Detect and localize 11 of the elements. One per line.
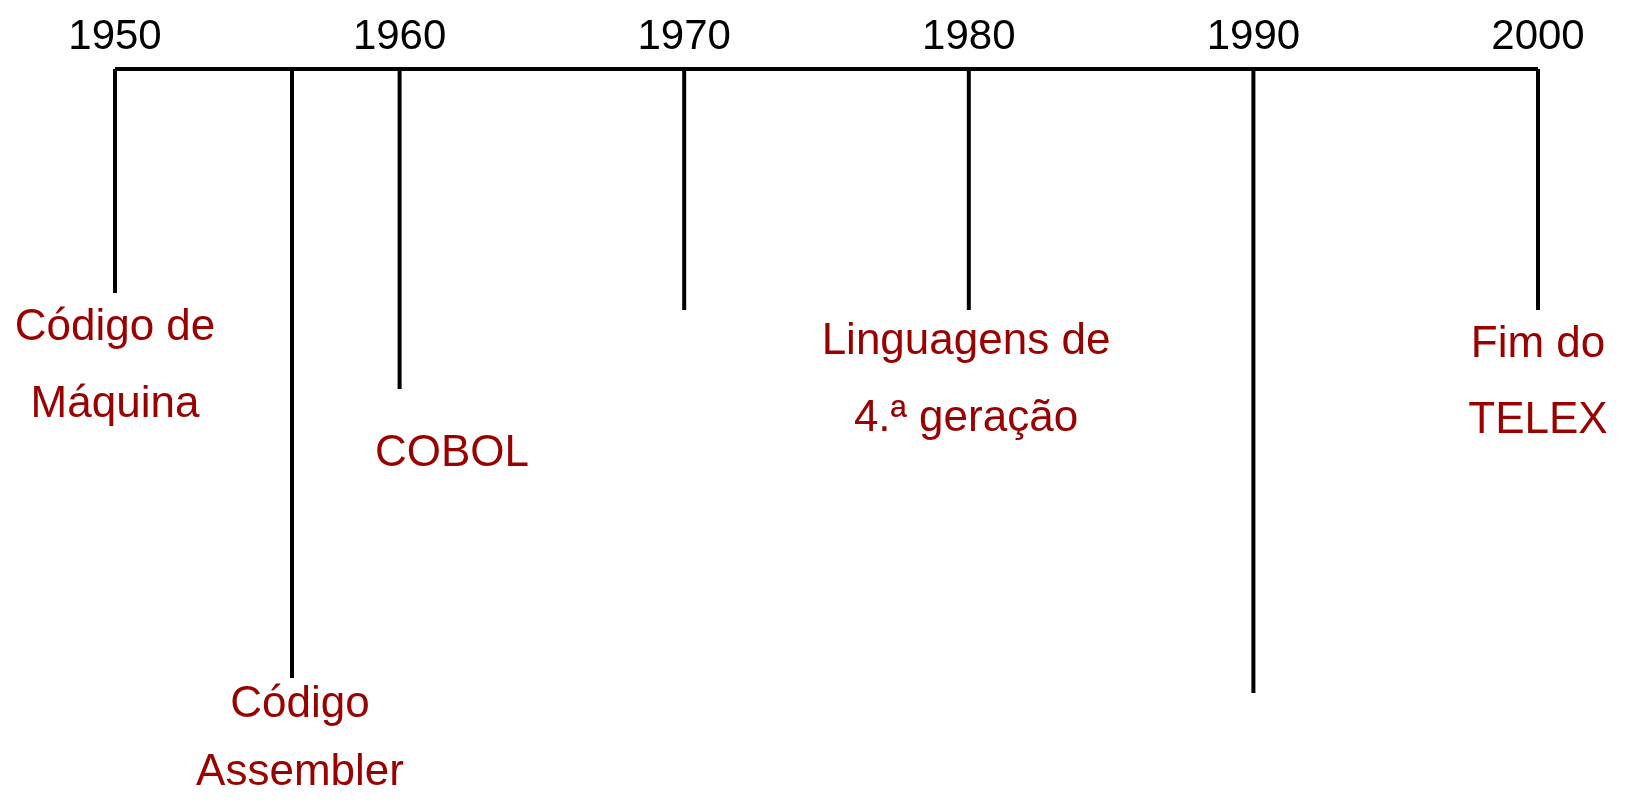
- event-label: Linguagens de 4.ª geração: [820, 313, 1112, 442]
- year-label: 2000: [1491, 12, 1585, 58]
- year-label: 1960: [352, 12, 447, 58]
- event-label: Código de Máquina: [13, 299, 217, 428]
- event-label: Código Assembler: [195, 676, 405, 796]
- year-label: 1970: [637, 12, 731, 58]
- event-label: Fim do TELEX: [1467, 316, 1609, 444]
- year-label: 1990: [1206, 12, 1301, 58]
- year-label: 1980: [922, 12, 1016, 58]
- event-label: COBOL: [373, 425, 530, 477]
- year-label: 1950: [68, 12, 162, 58]
